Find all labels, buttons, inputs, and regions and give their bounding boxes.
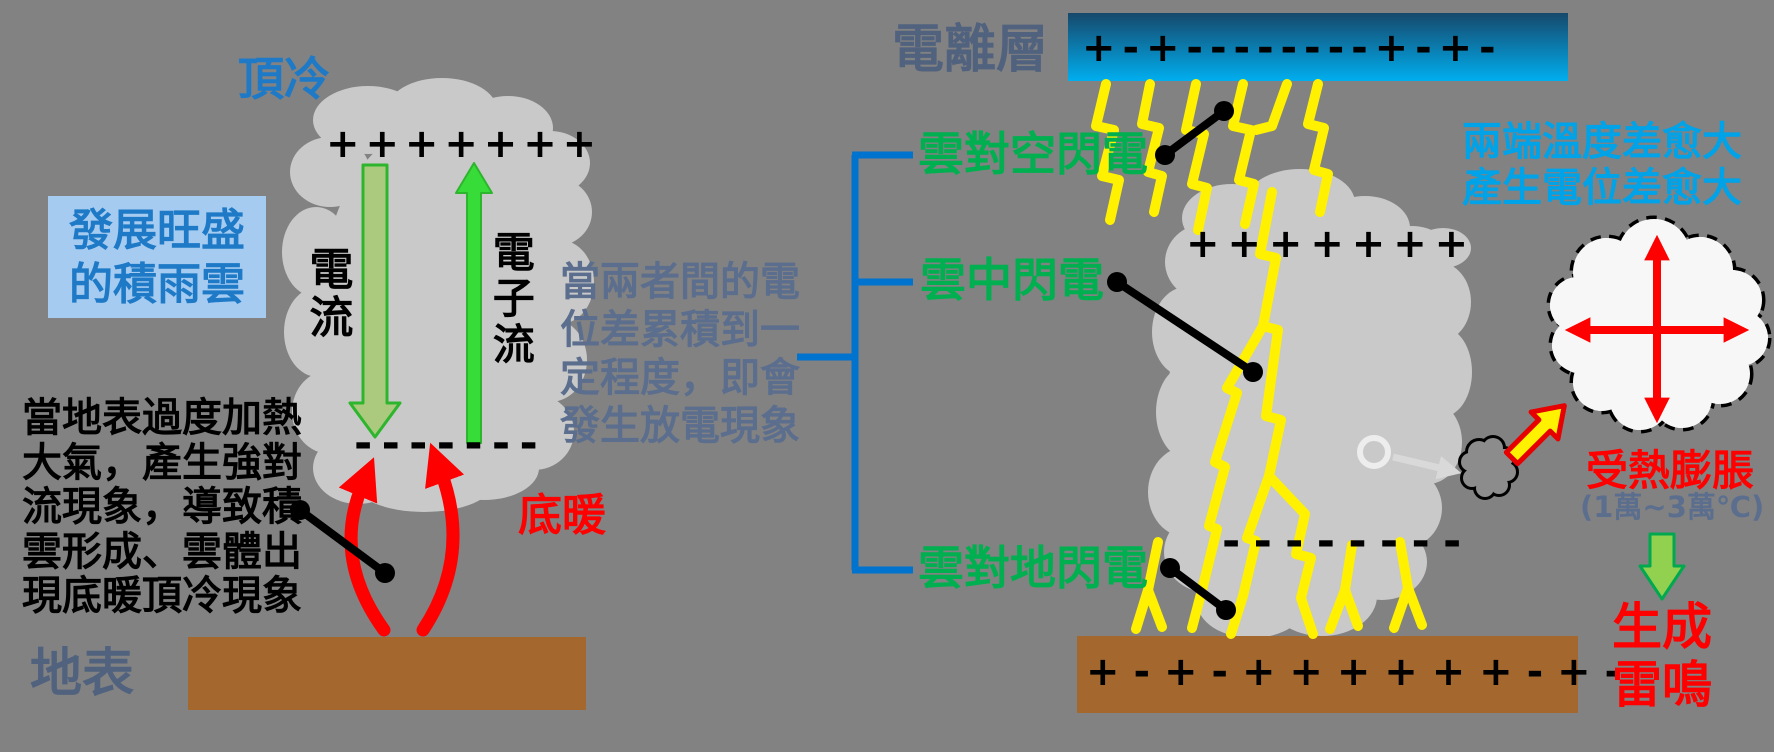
ionosphere-label: 電離層 xyxy=(892,20,1049,80)
electron-up-arrow xyxy=(455,162,493,444)
cloud-to-air-lightning-label: 雲對空閃電 xyxy=(918,127,1148,181)
lightning-bolts xyxy=(1091,79,1427,639)
heat-expansion-label: 受熱膨脹 xyxy=(1586,446,1755,495)
ground-right xyxy=(1077,636,1578,713)
temperature-difference-note-line2: 產生電位差愈大 xyxy=(1462,165,1742,211)
ionosphere-bar xyxy=(1068,13,1568,81)
cumulonimbus-title-line2: 的積雨雲 xyxy=(69,259,245,310)
left-cloud-positive-charges: + + + + + + + xyxy=(326,121,597,167)
discharge-arrow xyxy=(1392,453,1462,480)
thunder-result-line2: 雷鳴 xyxy=(1612,656,1712,714)
ground-charges: + - + - + + + + + + - + - xyxy=(1086,649,1623,695)
left-cloud-negative-charges: - - - - - - - xyxy=(354,418,540,469)
thunder-result-line1: 生成 xyxy=(1612,598,1712,656)
cumulonimbus-title-box: 發展旺盛 的積雨雲 xyxy=(48,196,266,318)
right-cloud-positive-charges: + + + + + + + xyxy=(1186,221,1469,267)
heat-expansion-range: (1萬~3萬℃) xyxy=(1580,490,1765,524)
cumulonimbus-title-line1: 發展旺盛 xyxy=(69,205,245,256)
cloud-to-ground-lightning-label: 雲對地閃電 xyxy=(918,541,1148,595)
potential-difference-description: 當兩者間的電位差累積到一定程度，即會發生放電現象 xyxy=(560,259,800,449)
surface-heating-description: 當地表過度加熱大氣，產生強對流現象，導致積雲形成、雲體出現底暖頂冷現象 xyxy=(22,395,302,619)
heat-arrow xyxy=(1503,403,1567,467)
expansion-arrows xyxy=(1564,234,1750,424)
callout-lines xyxy=(290,101,1263,620)
thunder-puff-cloud xyxy=(1458,435,1519,500)
right-cloud-negative-charges: - - - - - - - - xyxy=(1222,516,1464,567)
intracloud-lightning-label: 雲中閃電 xyxy=(920,253,1104,307)
lightning-types-bracket xyxy=(797,151,913,574)
ground-left xyxy=(188,637,586,710)
bottom-warm-label: 底暖 xyxy=(518,490,606,541)
ground-label: 地表 xyxy=(30,644,135,704)
current-label: 電流 xyxy=(301,246,353,342)
current-down-arrow xyxy=(348,163,402,439)
right-storm-cloud xyxy=(1148,169,1472,638)
warm-updraft-arrows xyxy=(338,442,465,637)
temperature-difference-note-line1: 兩端溫度差愈大 xyxy=(1462,119,1742,165)
discharge-circle xyxy=(1357,435,1391,469)
result-down-arrow xyxy=(1638,532,1686,601)
ionosphere-charges: + - + - - - - - - - - + - + - xyxy=(1082,25,1496,71)
electron-flow-label: 電子流 xyxy=(486,230,536,368)
top-cold-label: 頂冷 xyxy=(238,52,330,106)
